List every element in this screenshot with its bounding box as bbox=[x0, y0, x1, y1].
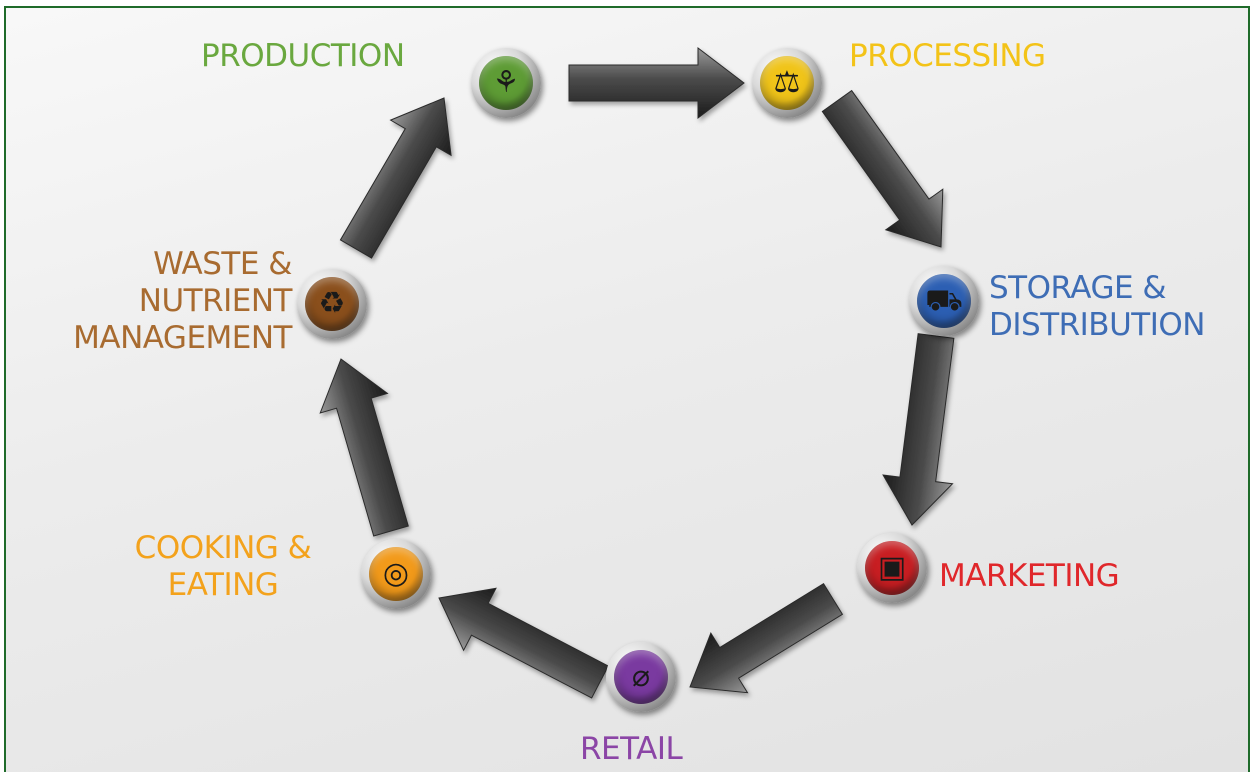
arrow-waste-to-production bbox=[339, 97, 452, 259]
storage-stage-node: ⛟ bbox=[909, 266, 979, 336]
marketing-stage-node: ▣ bbox=[857, 533, 927, 603]
arrow-production-to-processing bbox=[568, 46, 745, 120]
storage-circle: ⛟ bbox=[917, 274, 971, 328]
recycle-icon: ♻ bbox=[318, 286, 346, 321]
farmer-icon: ⚘ bbox=[492, 65, 520, 100]
plate-icon: ◎ bbox=[382, 556, 410, 591]
shopping-cart-icon: ⌀ bbox=[631, 659, 651, 694]
waste-circle: ♻ bbox=[305, 277, 359, 331]
arrow-processing-to-storage bbox=[821, 89, 944, 248]
waste-nutrient-management-label: WASTE & NUTRIENT MANAGEMENT bbox=[73, 246, 292, 357]
scale-icon: ⚖ bbox=[773, 65, 801, 100]
marketing-circle: ▣ bbox=[865, 541, 919, 595]
cooking-stage-node: ◎ bbox=[361, 539, 431, 609]
arrow-marketing-to-retail bbox=[689, 582, 844, 694]
retail-circle: ⌀ bbox=[614, 650, 668, 704]
marketing-label: MARKETING bbox=[939, 558, 1120, 594]
cooking-eating-label: COOKING & EATING bbox=[134, 530, 312, 604]
arrow-storage-to-marketing bbox=[882, 333, 955, 526]
truck-icon: ⛟ bbox=[925, 283, 963, 318]
processing-circle: ⚖ bbox=[760, 56, 814, 110]
waste-stage-node: ♻ bbox=[297, 269, 367, 339]
retail-stage-node: ⌀ bbox=[606, 642, 676, 712]
production-circle: ⚘ bbox=[479, 56, 533, 110]
cycle-arrows bbox=[319, 46, 955, 699]
food-system-cycle-diagram: ⚘ PRODUCTION ⚖ PROCESSING ⛟ STORAGE & DI… bbox=[4, 6, 1250, 772]
arrow-cooking-to-waste bbox=[319, 358, 409, 537]
arrow-retail-to-cooking bbox=[438, 587, 610, 699]
processing-label: PROCESSING bbox=[849, 38, 1046, 74]
storage-distribution-label: STORAGE & DISTRIBUTION bbox=[989, 270, 1205, 344]
production-label: PRODUCTION bbox=[201, 38, 405, 74]
production-stage-node: ⚘ bbox=[471, 48, 541, 118]
processing-stage-node: ⚖ bbox=[752, 48, 822, 118]
cooking-circle: ◎ bbox=[369, 547, 423, 601]
billboard-icon: ▣ bbox=[877, 550, 907, 585]
retail-label: RETAIL bbox=[580, 731, 683, 767]
